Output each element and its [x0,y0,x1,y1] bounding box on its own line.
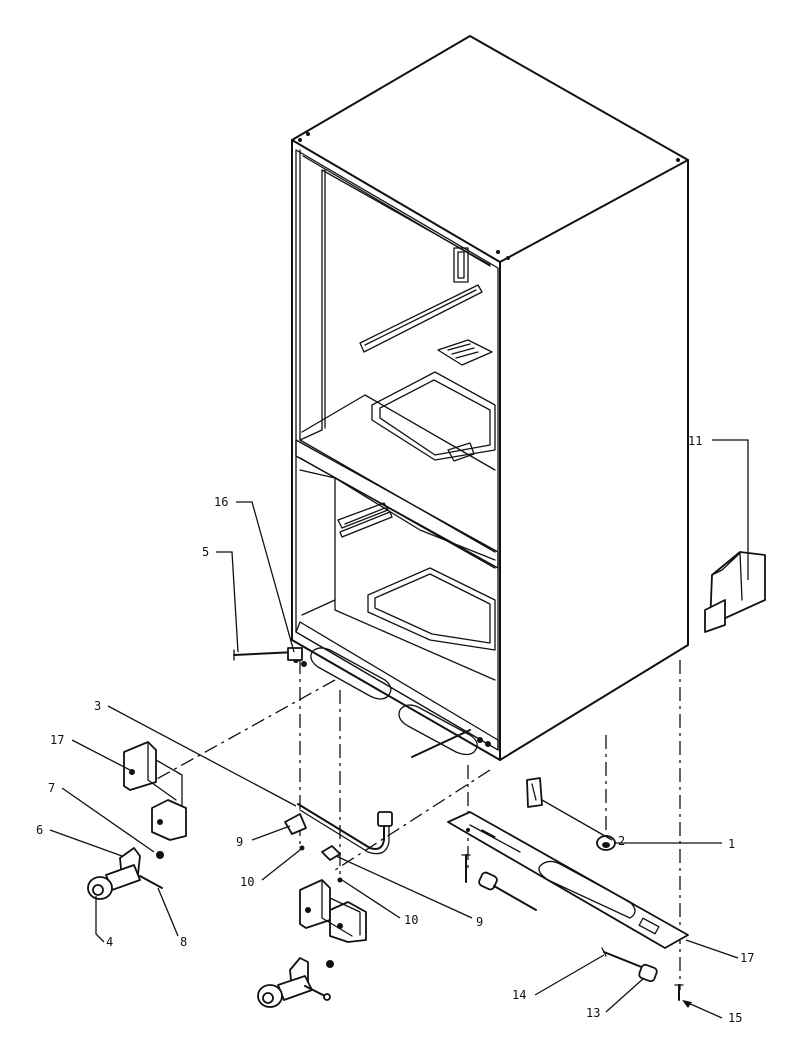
callout-10-right: 10 [404,913,418,927]
leveling-leg-part [596,835,616,851]
callout-9-lower: 9 [476,915,483,929]
drain-tube-part [297,803,393,855]
screw-part-center [411,729,471,758]
clip-part-15 [287,647,303,661]
pin-part [601,947,645,969]
callout-2: 2 [618,834,625,848]
roller-part-12 [638,963,658,983]
callouts: 11 1 2 17 14 13 15 16 5 3 17 7 [36,434,754,1025]
assembly-centerlines [154,660,681,990]
clip-part-9a [284,813,307,835]
caster-assembly-left [87,847,164,900]
callout-8: 8 [180,935,187,949]
callout-9-upper: 9 [236,835,243,849]
toe-grille-part [704,551,766,633]
clip-part-9b [321,845,341,861]
base-rail-part [447,811,689,949]
callout-15: 16 [214,495,228,509]
callout-17: 17 [740,951,754,965]
callout-14: 15 [728,1011,742,1025]
caster-bracket-part-16 [123,741,187,841]
bracket-part-2 [526,777,543,808]
screw-part-14 [674,984,684,1001]
callout-16: 17 [50,733,64,747]
caster-assembly-lower [257,957,334,1008]
callout-5: 5 [202,545,209,559]
screw-part [461,854,471,883]
callout-4: 4 [106,935,113,949]
callout-10-left: 10 [240,875,254,889]
callout-13: 14 [512,988,526,1002]
callout-11: 11 [688,434,702,448]
screw-part-5 [233,649,297,661]
roller-part [478,871,537,911]
caster-bracket-lower [299,879,367,943]
callout-6: 6 [36,823,43,837]
callout-3: 3 [94,699,101,713]
cabinet [291,35,689,761]
callout-12: 13 [586,1006,600,1020]
callout-7: 7 [48,781,55,795]
callout-1: 1 [728,837,735,851]
